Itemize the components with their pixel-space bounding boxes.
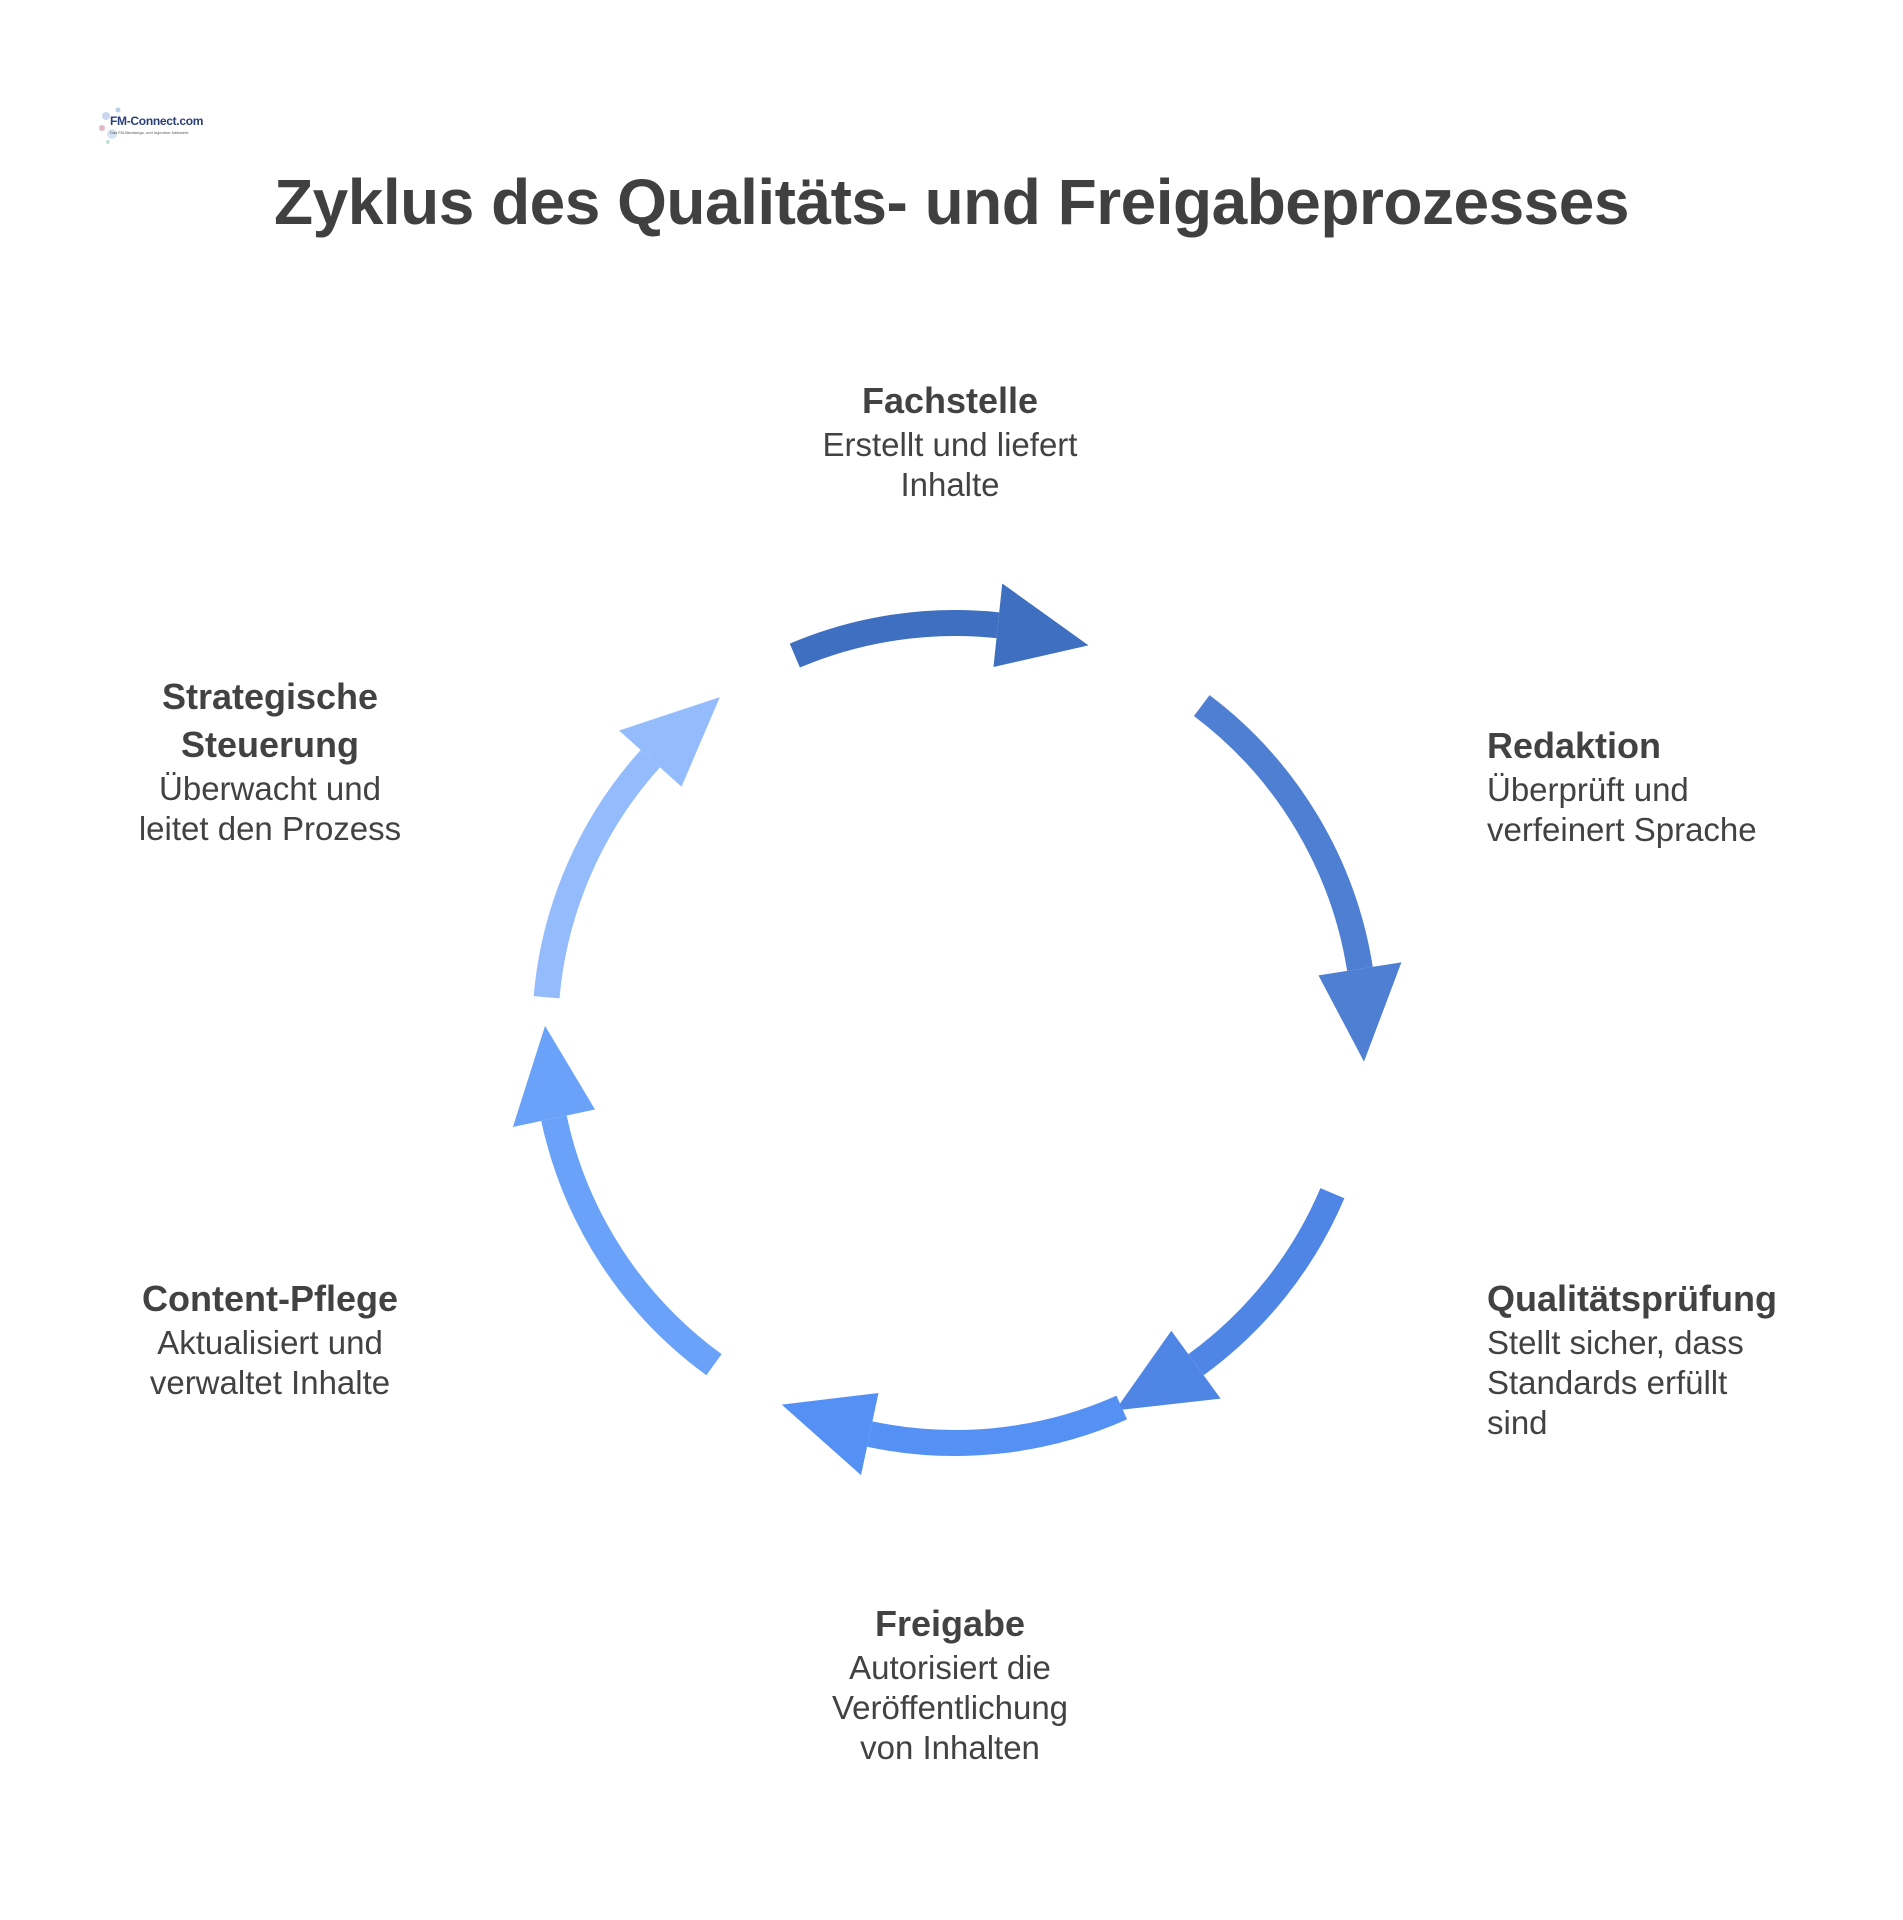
node-desc-line: Erstellt und liefert bbox=[822, 426, 1078, 463]
cycle-arrow-body bbox=[1193, 695, 1373, 971]
node-desc-line: Überprüft und bbox=[1487, 771, 1689, 808]
node-desc-line: von Inhalten bbox=[860, 1729, 1040, 1766]
node-desc-line: verfeinert Sprache bbox=[1487, 811, 1757, 848]
node-content-pflege: Content-Pflege Aktualisiert und verwalte… bbox=[100, 1275, 440, 1403]
page-title: Zyklus des Qualitäts- und Freigabeprozes… bbox=[274, 166, 1629, 238]
cycle-arrow-body bbox=[867, 1395, 1128, 1456]
node-title: Strategische bbox=[161, 676, 379, 717]
node-title: Content-Pflege bbox=[142, 1278, 398, 1319]
node-desc-line: sind bbox=[1487, 1404, 1548, 1441]
node-qualitaetspruefung: Qualitätsprüfung Stellt sicher, dass Sta… bbox=[1487, 1275, 1867, 1443]
node-desc-line: Stellt sicher, dass bbox=[1487, 1324, 1744, 1361]
node-desc-line: Inhalte bbox=[900, 466, 1000, 503]
node-title: Steuerung bbox=[180, 724, 359, 765]
node-desc-line: Standards erfüllt bbox=[1487, 1364, 1728, 1401]
node-fachstelle: Fachstelle Erstellt und liefert Inhalte bbox=[750, 377, 1150, 505]
node-strategische-steuerung: Strategische Steuerung Überwacht und lei… bbox=[100, 673, 440, 849]
logo-subtitle: Das FM-Beratungs- und Ingenieur-Netzwerk bbox=[110, 130, 189, 135]
node-desc-line: leitet den Prozess bbox=[138, 810, 402, 847]
node-desc-line: Aktualisiert und bbox=[157, 1324, 383, 1361]
node-title: Redaktion bbox=[1487, 725, 1662, 766]
cycle-arrow-head-icon bbox=[1318, 962, 1402, 1062]
node-desc-line: verwaltet Inhalte bbox=[149, 1364, 391, 1401]
logo: FM-Connect.com Das FM-Beratungs- und Ing… bbox=[98, 104, 203, 150]
cycle-arrow-body bbox=[789, 610, 1000, 668]
node-title: Freigabe bbox=[874, 1603, 1026, 1644]
node-desc-line: Überwacht und bbox=[159, 770, 381, 807]
node-redaktion: Redaktion Überprüft und verfeinert Sprac… bbox=[1487, 722, 1867, 850]
cycle-arrow-head-icon bbox=[993, 583, 1089, 668]
cycle-arrow-head-icon bbox=[781, 1392, 879, 1476]
logo-splash-icon bbox=[99, 107, 121, 144]
node-desc-line: Autorisiert die bbox=[849, 1649, 1051, 1686]
node-desc-line: Veröffentlichung bbox=[831, 1689, 1069, 1726]
node-title: Qualitätsprüfung bbox=[1487, 1278, 1777, 1319]
node-freigabe: Freigabe Autorisiert die Veröffentlichun… bbox=[750, 1600, 1150, 1768]
cycle-arrow-head-icon bbox=[619, 697, 720, 787]
logo-text: FM-Connect.com bbox=[110, 114, 204, 128]
cycle-arrow-body bbox=[1188, 1188, 1345, 1376]
cycle-arrow-head-icon bbox=[512, 1025, 596, 1127]
cycle-arrow-head-icon bbox=[1115, 1330, 1221, 1411]
cycle-arrow-body bbox=[541, 1115, 722, 1376]
node-title: Fachstelle bbox=[861, 380, 1039, 421]
cycle-arrow-body bbox=[533, 749, 660, 999]
